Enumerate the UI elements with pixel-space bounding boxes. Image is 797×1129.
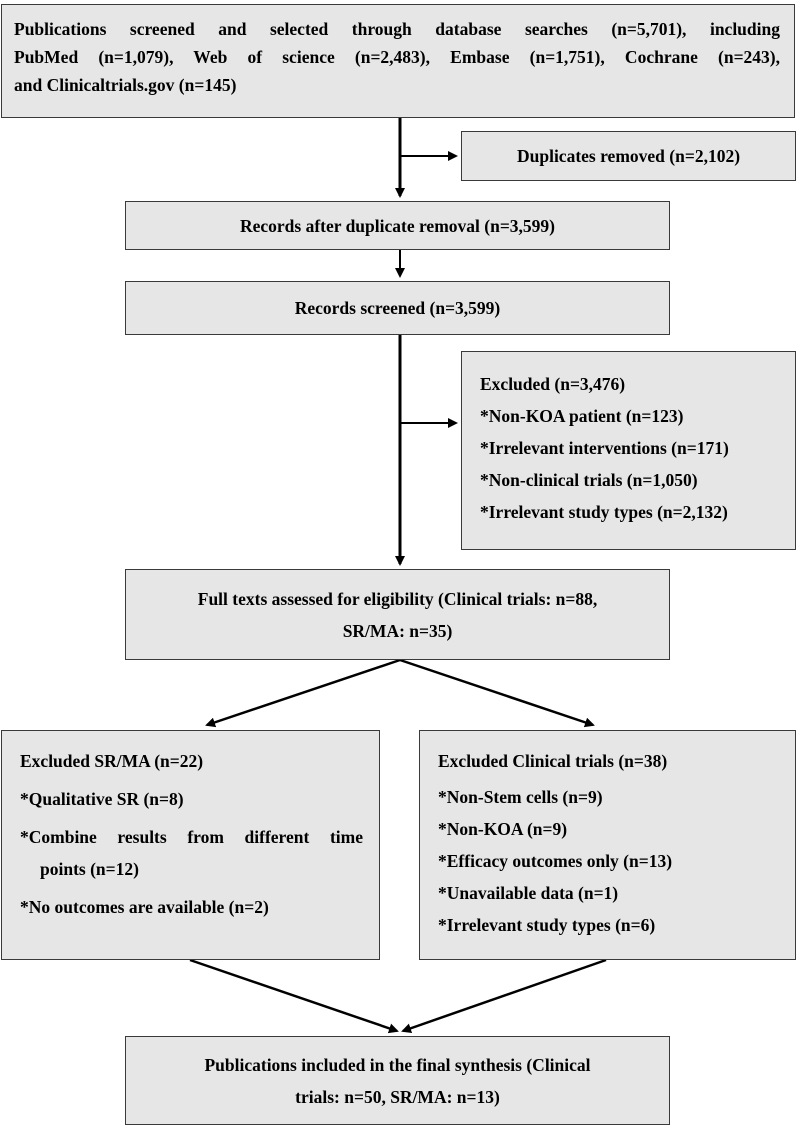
box-duplicates-removed: Duplicates removed (n=2,102) (461, 131, 796, 181)
trials-title: Excluded Clinical trials (n=38) (438, 751, 668, 771)
trials-item: *Efficacy outcomes only (n=13) (438, 851, 673, 871)
srma-item: *Combine results from different time (20, 827, 363, 847)
excluded-item: *Irrelevant study types (n=2,132) (480, 502, 728, 522)
box-excluded-clinical-trials: Excluded Clinical trials (n=38) *Non-Ste… (419, 730, 796, 960)
fulltext-line-1: Full texts assessed for eligibility (Cli… (197, 588, 598, 609)
screened-text: Records screened (n=3,599) (294, 298, 501, 318)
search-line-3: and Clinicaltrials.gov (n=145) (14, 75, 237, 95)
box-excluded-records: Excluded (n=3,476) *Non-KOA patient (n=1… (461, 351, 796, 550)
trials-item: *Non-KOA (n=9) (438, 819, 568, 839)
arrow-srma-to-final (189, 958, 399, 1034)
box-excluded-srma: Excluded SR/MA (n=22) *Qualitative SR (n… (1, 730, 380, 960)
srma-item: *Qualitative SR (n=8) (20, 789, 184, 809)
trials-item: *Non-Stem cells (n=9) (438, 787, 603, 807)
arrow-fulltext-to-trials (399, 658, 595, 728)
excluded-item: *Non-clinical trials (n=1,050) (480, 470, 698, 490)
srma-title: Excluded SR/MA (n=22) (20, 751, 204, 771)
search-line-1: Publications screened and selected throu… (14, 19, 780, 39)
arrow-fulltext-to-srma (205, 658, 401, 728)
after-dup-text: Records after duplicate removal (n=3,599… (239, 215, 556, 236)
srma-item-continuation: points (n=12) (40, 859, 139, 879)
arrow-trials-to-final (401, 958, 607, 1034)
box-records-screened: Records screened (n=3,599) (125, 281, 670, 335)
excluded-item: *Irrelevant interventions (n=171) (480, 438, 729, 458)
srma-item: *No outcomes are available (n=2) (20, 897, 269, 917)
box-final-synthesis: Publications included in the final synth… (125, 1036, 670, 1125)
trials-item: *Irrelevant study types (n=6) (438, 915, 656, 935)
fulltext-line-2: SR/MA: n=35) (342, 620, 453, 641)
box-database-search: Publications screened and selected throu… (1, 4, 795, 118)
search-line-2: PubMed (n=1,079), Web of science (n=2,48… (14, 47, 780, 67)
final-line-2: trials: n=50, SR/MA: n=13) (295, 1086, 500, 1107)
excluded-title: Excluded (n=3,476) (480, 374, 626, 394)
trials-item: *Unavailable data (n=1) (438, 883, 619, 903)
excluded-item: *Non-KOA patient (n=123) (480, 406, 684, 426)
box-full-texts-assessed: Full texts assessed for eligibility (Cli… (125, 569, 670, 660)
duplicates-text: Duplicates removed (n=2,102) (516, 146, 741, 166)
final-line-1: Publications included in the final synth… (204, 1054, 591, 1075)
box-after-duplicate-removal: Records after duplicate removal (n=3,599… (125, 201, 670, 250)
